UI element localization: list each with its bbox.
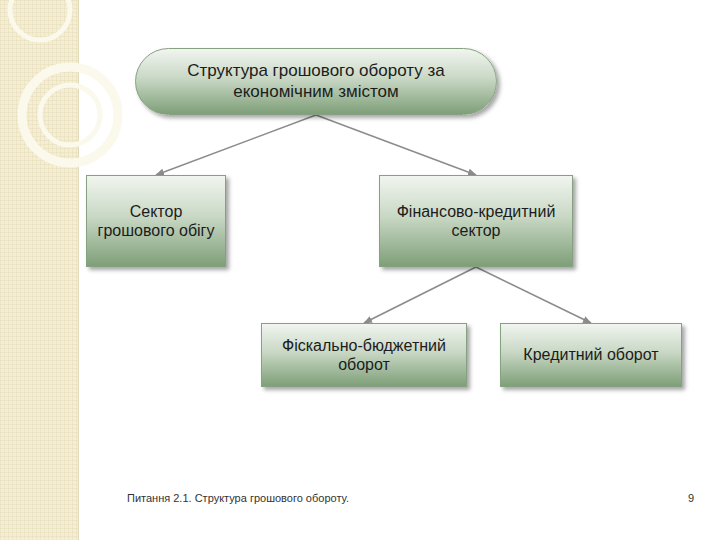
decor-ring [10,0,70,40]
decor-ring [22,67,118,163]
connector-arrow [476,267,591,323]
sector-box: Сектор грошового обігу [86,175,226,267]
footer-text: Питання 2.1. Структура грошового обороту… [127,492,349,504]
connector-arrow [316,115,476,175]
strip-edge [78,0,79,540]
turnover-box: Фіскально-бюджетний оборот [261,323,467,387]
box-text: Фінансово-кредитний сектор [390,202,562,240]
turnover-box: Кредитний оборот [500,323,682,387]
connector-arrow [364,267,476,323]
decor-ring [40,85,100,145]
page-number: 9 [688,492,694,504]
title-pill: Структура грошового обороту за економічн… [135,48,497,115]
box-text: Кредитний оборот [523,345,658,364]
sector-box: Фінансово-кредитний сектор [379,175,573,267]
box-text: Фіскально-бюджетний оборот [272,336,456,374]
box-text: Структура грошового обороту за економічн… [146,61,486,102]
box-text: Сектор грошового обігу [97,202,215,240]
connector-arrow [156,115,316,175]
